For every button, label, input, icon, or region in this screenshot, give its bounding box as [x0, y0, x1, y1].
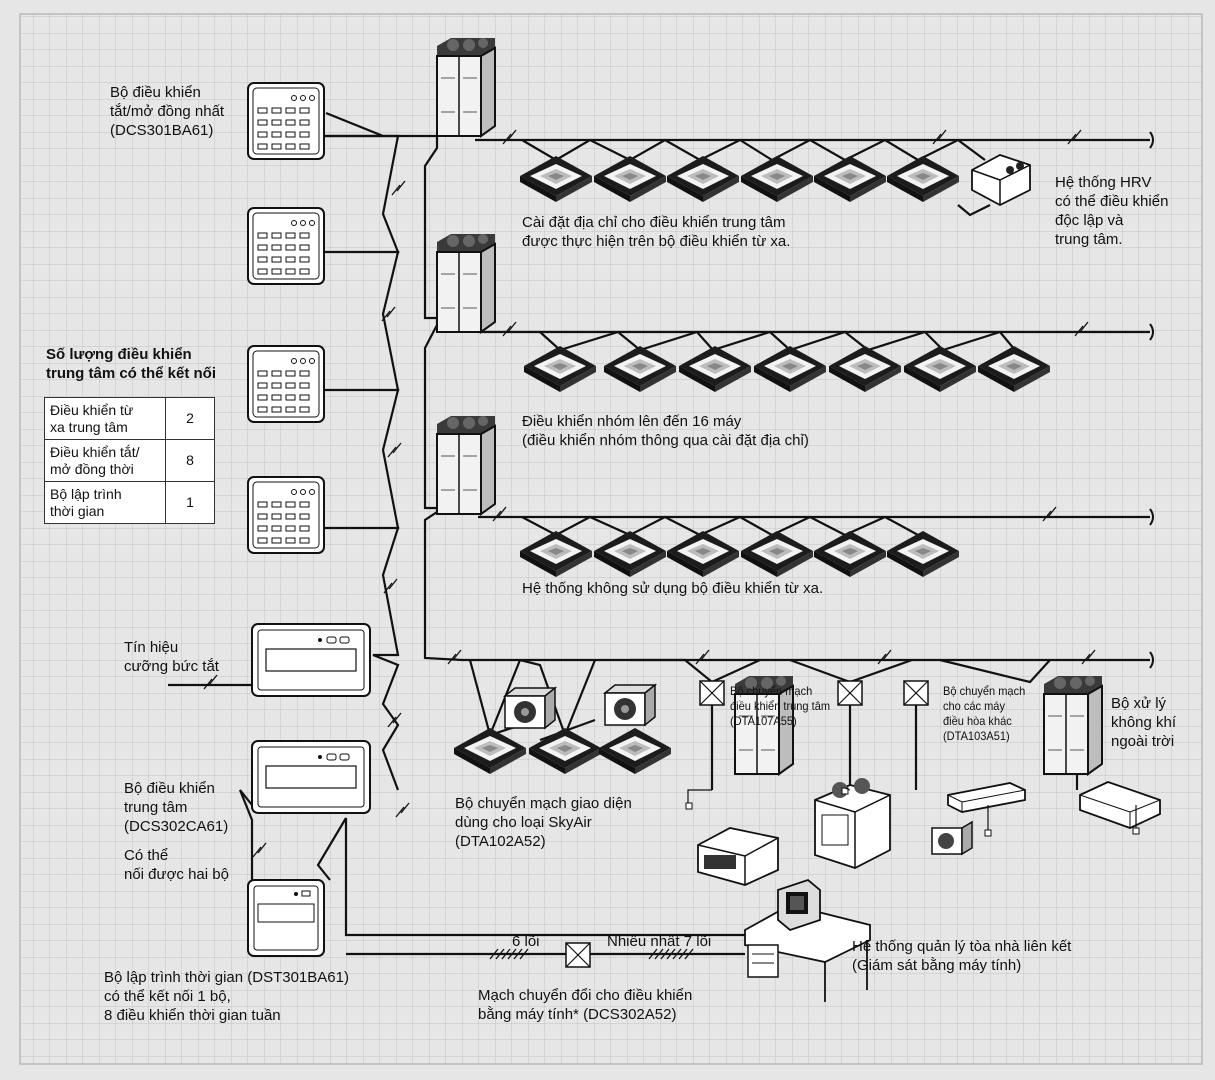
table-row: Bộ lập trình thời gian 1 — [44, 481, 215, 524]
central-controller — [251, 740, 371, 814]
onoff-controller-1 — [247, 82, 325, 160]
bms-label: Hệ thống quản lý tòa nhà liên kết (Giám … — [852, 938, 1072, 974]
forced-off-label: Tín hiệu cưỡng bức tắt — [124, 639, 219, 675]
table-cell-name: Điều khiển tắt/ mở đồng thời — [44, 439, 166, 482]
central-switch-box — [699, 680, 725, 706]
wall-unit — [947, 782, 1026, 813]
central-count-title: Số lượng điều khiển trung tâm có thể kết… — [46, 346, 217, 382]
onoff-controller-4 — [247, 476, 325, 554]
central-controller-label: Bộ điều khiển trung tâm (DCS302CA61) — [124, 780, 229, 835]
central-switch-box-2 — [837, 680, 863, 706]
computer-workstation — [744, 878, 871, 1002]
pc-adapter-label: Mạch chuyển đổi cho điều khiển bằng máy … — [478, 987, 693, 1023]
two-units-label: Có thể nối được hai bộ — [124, 847, 229, 883]
central-count-table: Điều khiển từ xa trung tâm 2 Điều khiển … — [44, 397, 215, 524]
forced-off-controller — [251, 623, 371, 697]
hrv-unit — [971, 154, 1031, 207]
other-ac-switch-box — [903, 680, 929, 706]
table-cell-name: Điều khiển từ xa trung tâm — [44, 397, 166, 440]
hrv-label: Hệ thống HRV có thể điều khiển độc lập v… — [1055, 174, 1169, 248]
no-remote-label: Hệ thống không sử dụng bộ điều khiển từ … — [522, 580, 824, 597]
outdoor-air-unit — [1043, 675, 1103, 775]
central-switch-label: Bộ chuyển mạch điều khiển trung tâm (DTA… — [730, 684, 831, 728]
six-core-label: 6 lõi — [512, 933, 540, 950]
max-seven-core-label: Nhiều nhất 7 lõi — [607, 933, 712, 950]
small-outdoor — [931, 820, 973, 856]
outdoor-unit-2 — [436, 233, 496, 333]
address-setting-label: Cài đặt địa chỉ cho điều khiển trung tâm… — [522, 214, 791, 250]
timer-label: Bộ lập trình thời gian (DST301BA61) có t… — [104, 969, 349, 1024]
table-cell-count: 1 — [165, 481, 215, 524]
table-cell-count: 2 — [165, 397, 215, 440]
ceiling-duct-unit — [1079, 781, 1161, 829]
table-cell-count: 8 — [165, 439, 215, 482]
table-row: Điều khiển tắt/ mở đồng thời 8 — [44, 439, 215, 482]
onoff-controller-2 — [247, 207, 325, 285]
onoff-controller-3 — [247, 345, 325, 423]
other-ac-switch-label: Bộ chuyển mạch cho các máy điều hòa khác… — [943, 684, 1026, 743]
timer-controller — [247, 879, 325, 957]
outdoor-unit-1 — [436, 37, 496, 137]
table-row: Điều khiển từ xa trung tâm 2 — [44, 397, 215, 440]
skyair-label: Bộ chuyển mạch giao diện dùng cho loại S… — [455, 795, 632, 850]
table-cell-name: Bộ lập trình thời gian — [44, 481, 166, 524]
pc-adapter-box — [565, 942, 591, 968]
group-control-label: Điều khiển nhóm lên đến 16 máy (điều khi… — [522, 413, 809, 449]
outdoor-unit-3 — [436, 415, 496, 515]
outdoor-air-label: Bộ xử lý không khí ngoài trời — [1111, 695, 1177, 750]
floor-unit — [697, 827, 779, 886]
onoff-controller-label: Bộ điều khiển tắt/mở đồng nhất (DCS301BA… — [110, 84, 225, 139]
